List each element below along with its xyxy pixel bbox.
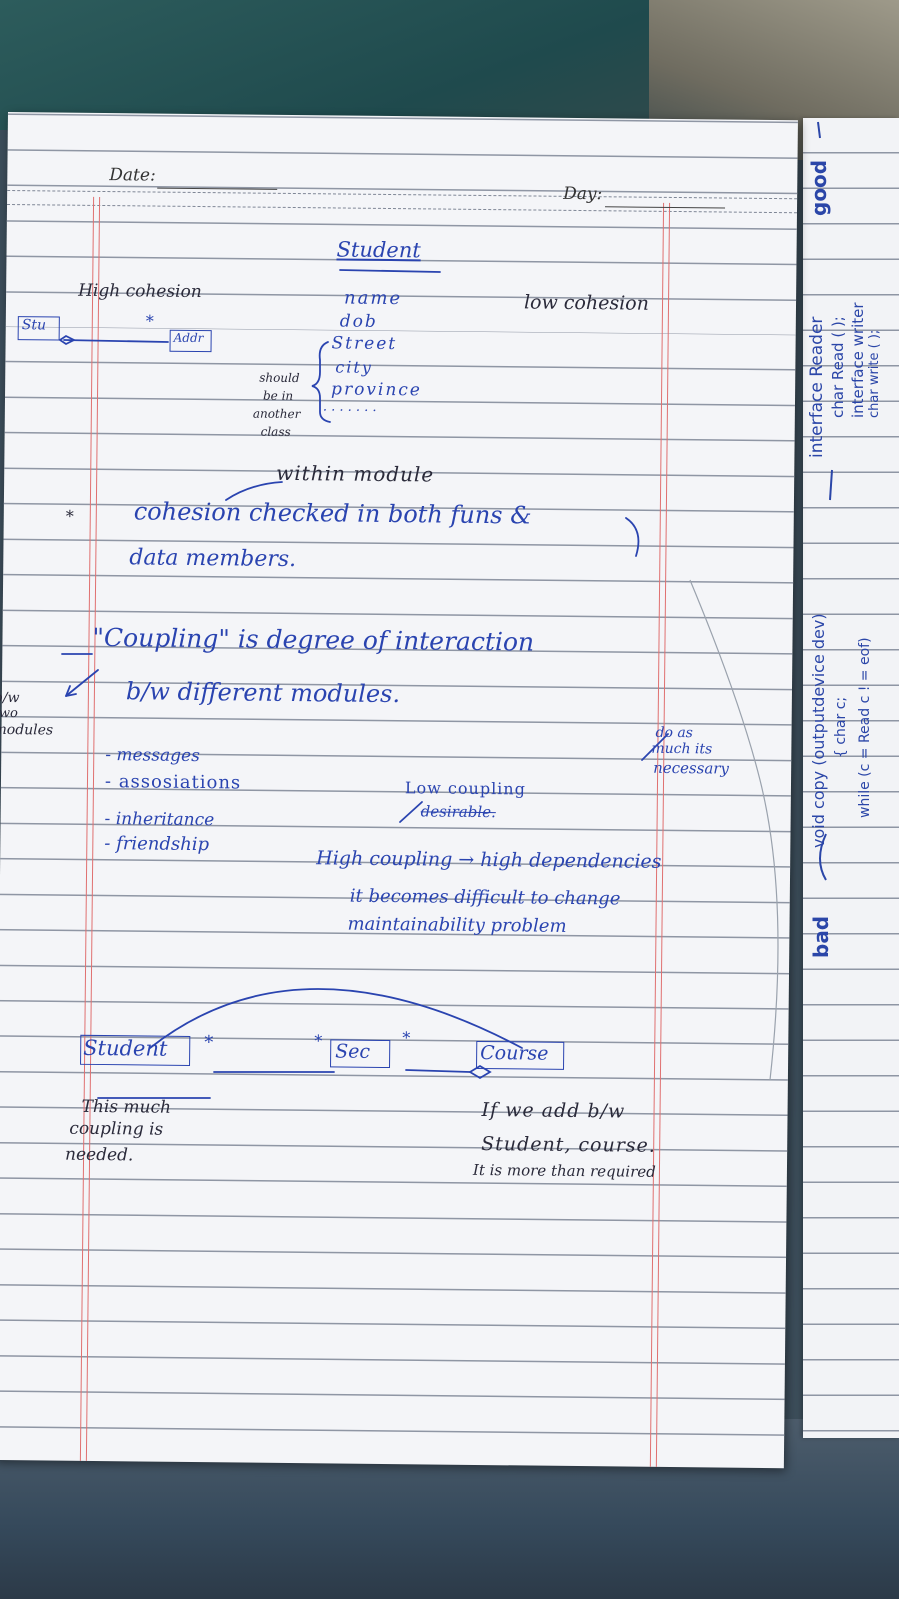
side-arrow [829,469,833,501]
low-coupling-arrow [399,801,423,823]
student-course-arc [149,988,523,1049]
diamond-marker [58,334,77,346]
pencil-curve [689,579,779,1081]
side-page: good interface Reader char Read ( ); int… [803,118,899,1438]
stu-addr-line [63,339,169,343]
within-arrow [225,481,283,501]
do-as-brace [641,733,669,761]
bw-arrow-head [65,685,77,697]
sec-course-marker [468,1064,492,1080]
bw-arrow [65,669,99,697]
title-underline [339,269,441,273]
side-brace-bad [819,833,827,881]
side-mark [817,121,821,139]
amp-stroke [625,517,640,557]
sec-course-line [405,1069,471,1073]
address-brace [311,341,331,423]
